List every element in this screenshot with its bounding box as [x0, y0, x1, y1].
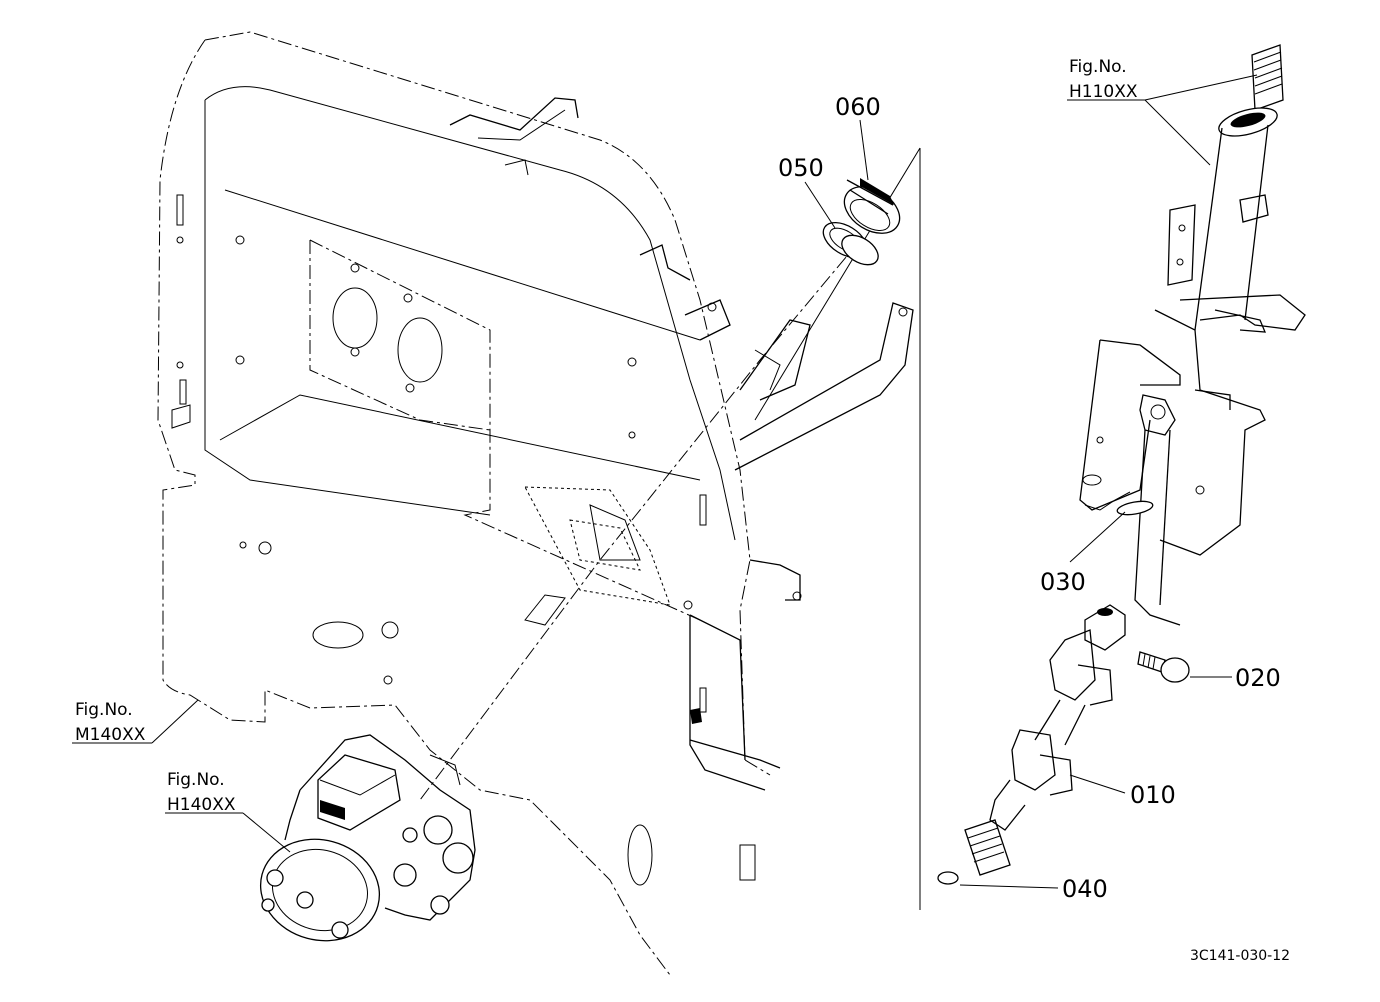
shaft-centreline — [419, 237, 863, 801]
part-label-060: 060 — [835, 93, 881, 121]
part-label-010: 010 — [1130, 781, 1176, 809]
fig-ref-m140-prefix: Fig.No. — [75, 700, 133, 720]
bolt-020 — [1137, 651, 1190, 683]
bearing-060 — [843, 178, 901, 234]
part-label-030: 030 — [1040, 568, 1086, 596]
fig-ref-h110-prefix: Fig.No. — [1069, 57, 1127, 77]
dashboard-panel — [157, 31, 771, 976]
upper-brackets — [449, 97, 914, 881]
seal-050 — [822, 221, 879, 266]
fig-ref-h140-prefix: Fig.No. — [167, 770, 225, 790]
fig-ref-h110-code: H110XX — [1069, 82, 1138, 102]
universal-joint-shaft-010 — [937, 604, 1126, 885]
fig-ref-m140-code: M140XX — [75, 725, 146, 745]
fig-ref-h140-code: H140XX — [167, 795, 236, 815]
leader-lines — [72, 74, 1258, 889]
part-label-020: 020 — [1235, 664, 1281, 692]
drawing-code: 3C141-030-12 — [1190, 948, 1290, 964]
frame-edge-line — [754, 147, 921, 910]
steering-valve — [259, 734, 476, 942]
part-label-050: 050 — [778, 154, 824, 182]
steering-column — [1079, 44, 1306, 626]
part-label-040: 040 — [1062, 875, 1108, 903]
